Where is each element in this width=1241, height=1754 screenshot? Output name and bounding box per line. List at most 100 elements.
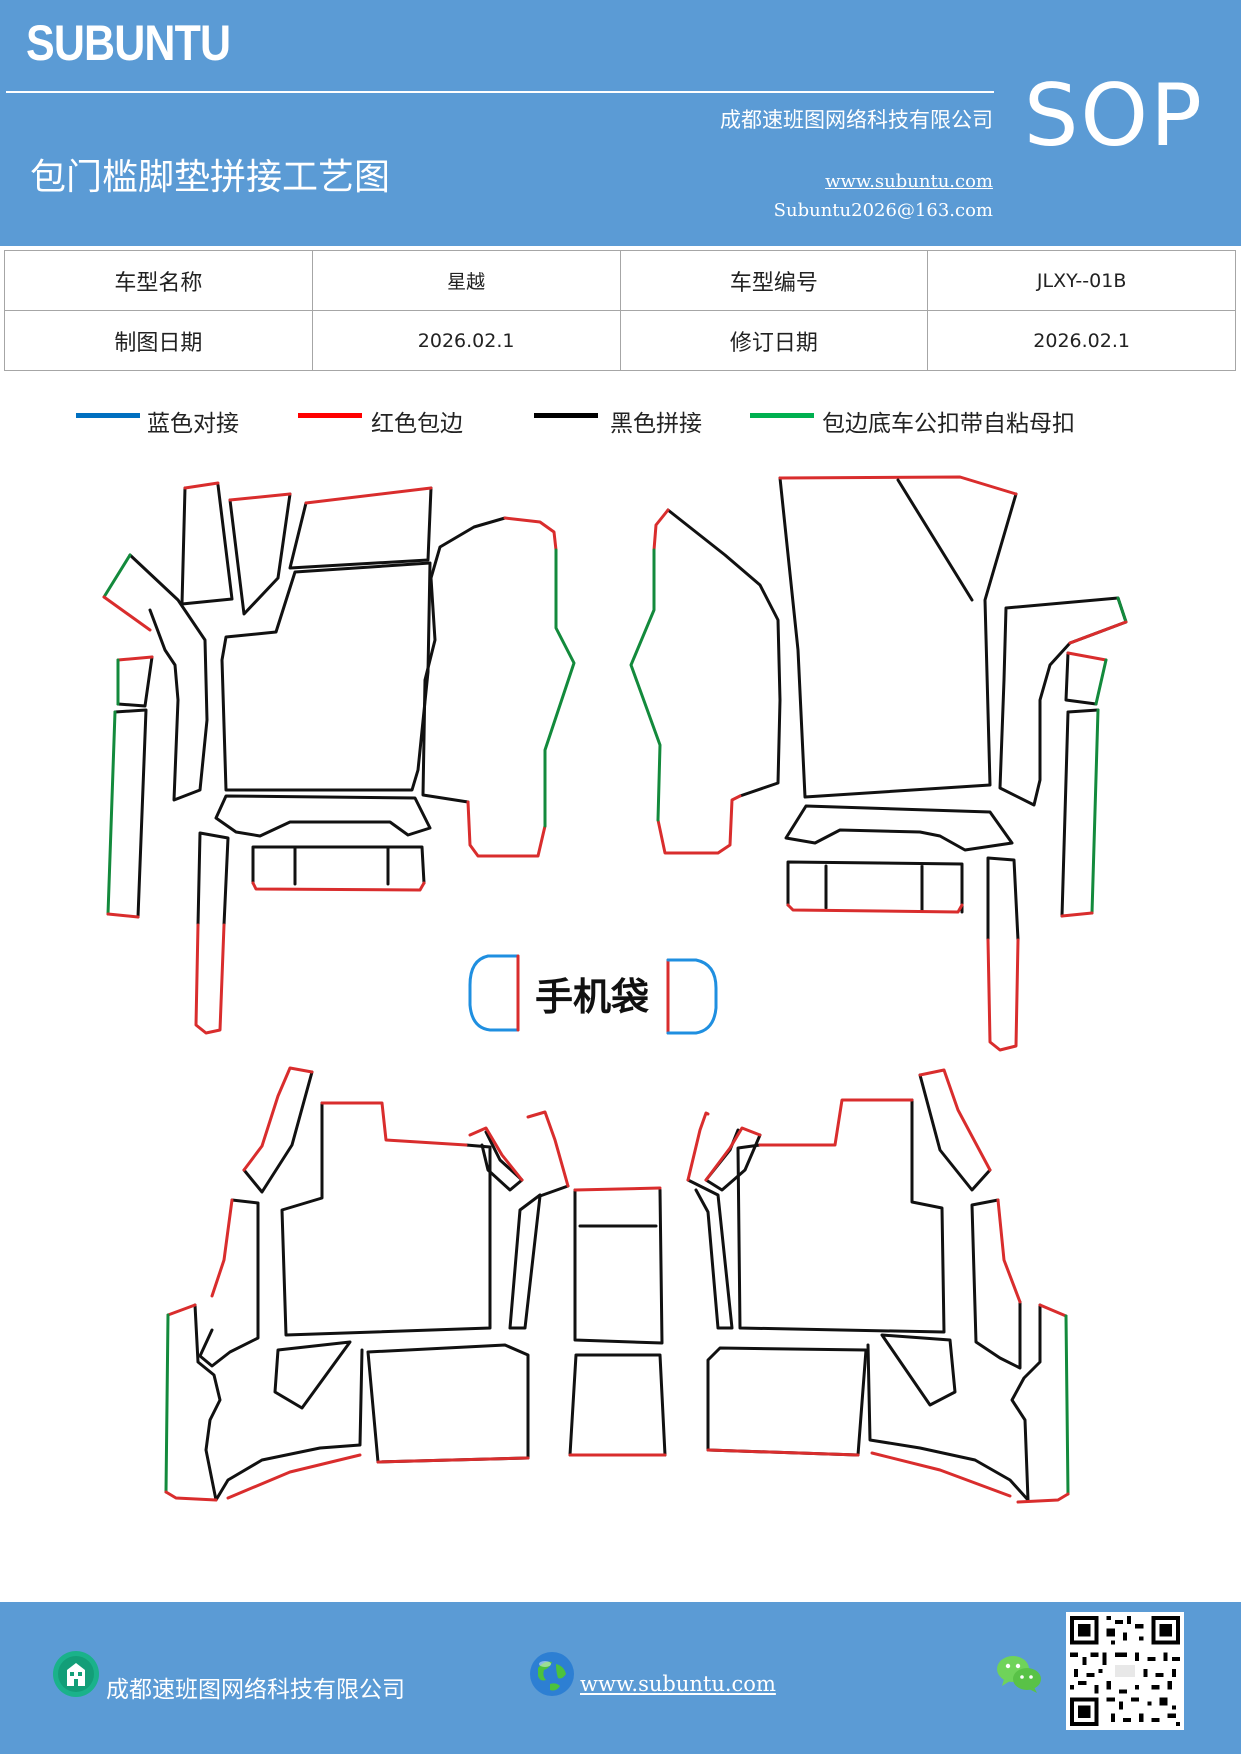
mat-piece [666,508,782,798]
table-cell: 星越 [311,250,621,311]
table-row: 制图日期 2026.02.1 修订日期 2026.02.1 [4,310,1236,371]
globe-icon [530,1652,574,1696]
mat-edge-red [210,1198,234,1298]
mat-piece [242,1070,314,1194]
mat-edge-red [320,1101,468,1147]
mat-piece [421,516,507,804]
mat-piece [918,1073,992,1192]
mat-edge-red [1038,1303,1068,1318]
page-title: 包门槛脚垫拼接工艺图 [30,157,391,198]
mat-piece [128,553,209,802]
mat-edge-green [106,710,117,916]
mat-edge-red [786,903,964,914]
mat-piece [116,655,154,708]
mat-piece [273,1340,352,1410]
table-cell: 车型名称 [4,250,313,311]
mat-edge-red [376,1456,530,1464]
legend-label: 黑色拼接 [610,411,702,437]
mat-edge-red [194,923,226,1035]
mat-edge-red [102,595,152,632]
mat-piece [568,1353,667,1457]
mat-piece [736,1098,946,1334]
building-icon [53,1651,99,1697]
mat-edge-red [466,516,558,858]
mat-piece [573,1188,664,1345]
mat-piece [480,1130,524,1192]
mat-piece [784,804,1014,852]
legend-label: 红色包边 [371,411,463,437]
front-left-mat-group [102,481,576,1035]
mat-edge-red [996,1198,1022,1304]
mat-piece [970,1198,1022,1370]
mat-piece [786,860,964,914]
mat-edge-green [1090,708,1100,915]
mat-edge-red [706,1448,860,1457]
mat-edge-red [251,881,426,892]
header-website-link[interactable]: www.subuntu.com [825,171,993,192]
mat-piece [366,1343,530,1464]
footer-website-link[interactable]: www.subuntu.com [580,1672,776,1696]
table-cell: 2026.02.1 [927,310,1236,371]
mat-edge-green [543,548,576,828]
mat-piece [198,1198,260,1368]
wechat-icon[interactable] [996,1654,1042,1694]
doc-type-label: SOP [1023,66,1204,166]
mat-piece [1060,708,1100,918]
mat-edge-green [1094,658,1108,706]
table-row: 车型名称 星越 车型编号 JLXY--01B [4,250,1236,311]
legend-label: 包边底车公扣带自粘母扣 [822,411,1075,437]
mat-edge-green [102,553,132,599]
mat-piece [866,1303,1042,1502]
mat-piece [880,1333,957,1407]
footer-company-name: 成都速班图网络科技有限公司 [106,1677,405,1703]
mat-edge-red [704,1126,762,1182]
mat-piece [196,831,230,927]
header-email[interactable]: Subuntu2026@163.com [773,200,993,221]
legend-swatch [750,413,814,418]
footer-banner: 成都速班图网络科技有限公司 www.subuntu.com [0,1602,1241,1754]
mat-edge-green [629,548,662,822]
mat-piece [214,794,432,838]
mat-piece [251,845,426,886]
legend-swatch [76,413,140,418]
mat-piece [986,856,1020,942]
mat-edge-red [166,1303,197,1317]
mat-piece [288,486,433,570]
rear-right-mat-group [686,1068,1070,1504]
legend-swatch [534,413,598,418]
mat-edge-red [1060,911,1094,918]
table-cell: 车型编号 [619,250,929,311]
rear-left-mat-group [164,1066,570,1502]
mat-piece [508,1184,570,1330]
mat-edge-red [1068,620,1128,645]
mat-edge-red [106,912,140,919]
mat-edge-red [986,938,1020,1052]
mat-edge-green [1064,1314,1070,1496]
mat-edge-red [304,486,433,505]
mat-edge-red [228,492,292,502]
mat-edge-green [1116,596,1128,624]
table-cell: 修订日期 [619,310,929,371]
table-cell: 2026.02.1 [311,310,621,371]
mat-piece [228,492,292,616]
phone-pocket-left-blue [468,954,520,1032]
mat-piece [220,561,432,792]
front-right-mat-group [629,475,1128,1052]
brand-logo: SUBUNTU [26,15,231,71]
mat-edge-red [1066,651,1108,662]
phone-pocket-label: 手机袋 [535,975,649,1019]
mat-edge-red [468,1126,524,1182]
header-company-name: 成都速班图网络科技有限公司 [720,108,993,132]
mat-piece [706,1346,868,1457]
phone-pocket-right-blue [666,958,718,1035]
table-cell: JLXY--01B [927,250,1236,311]
table-cell: 制图日期 [4,310,313,371]
mat-edge-red [164,1453,362,1502]
mat-edge-red [870,1451,1070,1504]
center-tunnel-group [568,1186,667,1457]
qr-code [1066,1612,1184,1730]
header-divider [6,91,994,93]
phone-pocket-group: 手机袋 [468,954,718,1035]
mat-piece [193,1303,364,1502]
